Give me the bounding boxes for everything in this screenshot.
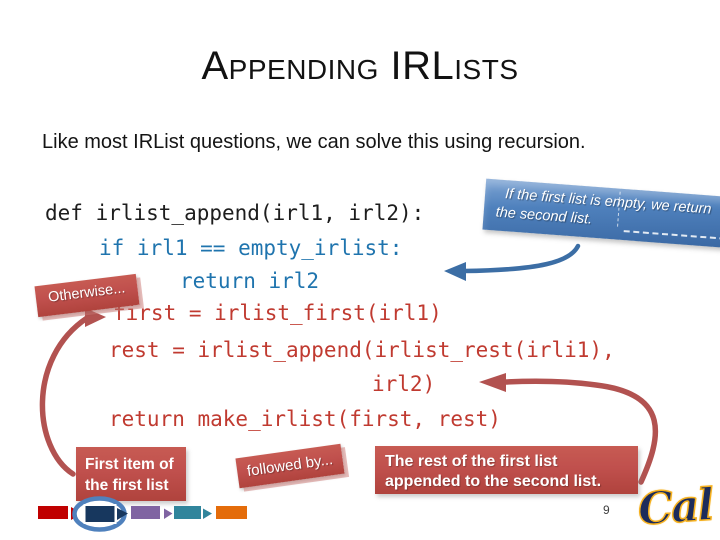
page-number: 9 <box>603 503 610 517</box>
callout-dashed-underline <box>623 230 720 240</box>
blue-curved-arrow <box>444 243 581 281</box>
code-line-irl2-arg: irl2) <box>372 372 436 396</box>
irlist-node-red <box>38 506 68 519</box>
callout-empty-case-text: If the first list is empty, we return th… <box>495 186 713 228</box>
code-line-first: first = irlist_first(irl1) <box>113 301 442 325</box>
code-line-def: def irlist_append(irl1, irl2): <box>45 201 425 225</box>
irlist-node-teal <box>174 506 201 519</box>
code-line-rest: rest = irlist_append(irlist_rest(irli1), <box>109 338 615 362</box>
intro-text: Like most IRList questions, we can solve… <box>42 131 586 153</box>
irlist-node-orange <box>216 506 247 519</box>
highlight-ellipse <box>72 496 127 532</box>
callout-followed-by: followed by... <box>235 443 345 489</box>
callout-empty-case: If the first list is empty, we return th… <box>482 178 720 249</box>
irlist-node-navy <box>83 504 117 524</box>
callout-first-item: First item of the first list <box>76 447 186 501</box>
irlist-node-purple <box>131 506 160 519</box>
callout-rest-appended: The rest of the first list appended to t… <box>375 446 638 494</box>
irlist-pointer-navy-icon <box>117 508 128 520</box>
cal-logo: Cal <box>636 479 715 537</box>
irlist-pointer-red-icon <box>71 507 82 520</box>
irlist-pointer-purple-icon <box>164 508 173 519</box>
slide-title: Appending IRLists <box>201 44 519 88</box>
irlist-pointer-teal-icon <box>203 508 212 519</box>
code-line-return-irl2: return irl2 <box>180 269 320 293</box>
code-line-return-make: return make_irlist(first, rest) <box>109 407 501 431</box>
code-line-if: if irl1 == empty_irlist: <box>99 236 403 260</box>
